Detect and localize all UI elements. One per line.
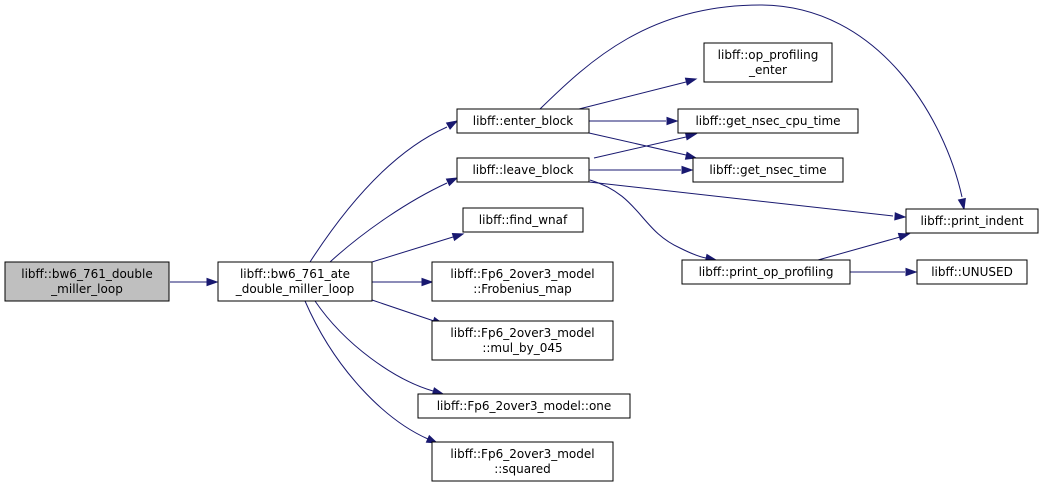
node-ate-box [217,261,373,302]
node-get-nsec-cpu-time[interactable]: libff::get_nsec_cpu_time [677,108,859,134]
node-print-op-profiling-box [681,259,851,285]
edge-root-ate-arrowhead [206,277,219,287]
edge-enter-block-get-nsec-time-line [588,132,687,156]
node-find-wnaf-box [462,207,584,233]
node-find-wnaf-label-0: libff::find_wnaf [479,213,568,227]
edge-print-op-profiling-print-indent-line [817,236,901,261]
node-op-profiling-enter-label-1: _enter [748,63,787,77]
edge-enter-block-get-nsec-time-arrowhead [684,151,698,160]
edge-leave-block-print-indent [588,181,907,221]
edge-leave-block-print-op-profiling-line [589,179,707,259]
edge-print-op-profiling-unused [850,267,918,277]
node-one-label-0: libff::Fp6_2over3_model::one [437,399,612,413]
edge-enter-block-op-profiling-enter [578,77,698,110]
edge-leave-block-print-indent-line [588,181,894,217]
node-get-nsec-time-label-0: libff::get_nsec_time [709,163,826,177]
node-frobenius-box [431,261,614,302]
edge-root-ate [170,277,219,287]
edge-ate-squared [304,300,439,444]
node-unused-box [916,259,1028,285]
node-frobenius-label-0: libff::Fp6_2over3_model [450,267,594,281]
node-op-profiling-enter[interactable]: libff::op_profiling_enter [703,42,833,83]
edge-enter-block-op-profiling-enter-arrowhead [684,77,698,86]
call-edges [170,4,966,444]
edge-leave-block-get-nsec-cpu-time-line [593,136,687,159]
node-root-label-0: libff::bw6_761_double [21,267,153,281]
edge-leave-block-get-nsec-time-arrowhead [681,165,694,175]
node-squared-box [431,441,614,482]
node-print-indent-label-0: libff::print_indent [920,214,1023,228]
node-enter-block-box [456,108,590,134]
edge-ate-find-wnaf [371,233,465,263]
edge-ate-squared-line [304,300,429,440]
edge-ate-leave-block-arrowhead [445,177,459,187]
node-mul-by-045[interactable]: libff::Fp6_2over3_model::mul_by_045 [431,320,614,361]
node-unused-label-0: libff::UNUSED [931,265,1013,279]
node-root-box [4,261,170,302]
node-leave-block[interactable]: libff::leave_block [456,157,590,183]
edge-enter-block-print-indent-line [539,4,963,198]
edge-ate-enter-block-arrowhead [445,120,459,130]
edge-enter-block-op-profiling-enter-line [578,81,687,110]
node-enter-block-label-0: libff::enter_block [473,114,574,128]
node-op-profiling-enter-label-0: libff::op_profiling [718,48,819,62]
edge-leave-block-print-op-profiling [589,179,718,262]
edge-ate-enter-block [309,120,459,263]
node-print-op-profiling[interactable]: libff::print_op_profiling [681,259,851,285]
edge-ate-mul-by-045-line [371,299,435,322]
node-leave-block-label-0: libff::leave_block [472,163,573,177]
edge-ate-enter-block-line [309,126,448,263]
edge-ate-find-wnaf-line [371,236,454,263]
edge-print-op-profiling-print-indent-arrowhead [897,232,911,241]
node-unused[interactable]: libff::UNUSED [916,259,1028,285]
edge-print-op-profiling-print-indent [817,232,911,261]
node-root-label-1: _miller_loop [50,282,123,296]
node-get-nsec-time[interactable]: libff::get_nsec_time [692,157,844,183]
node-mul-by-045-label-1: ::mul_by_045 [482,341,562,355]
edge-ate-find-wnaf-arrowhead [451,233,465,242]
edge-leave-block-get-nsec-cpu-time-arrowhead [684,132,698,141]
node-ate-label-1: _double_miller_loop [235,282,355,296]
edge-enter-block-print-indent [539,4,966,211]
edge-ate-leave-block [329,177,459,263]
edge-enter-block-get-nsec-cpu-time [589,116,679,126]
node-print-indent[interactable]: libff::print_indent [905,208,1039,234]
node-frobenius[interactable]: libff::Fp6_2over3_model::Frobenius_map [431,261,614,302]
edge-ate-frobenius [372,277,434,287]
node-get-nsec-time-box [692,157,844,183]
edge-ate-leave-block-line [329,182,448,263]
edge-enter-block-get-nsec-time [588,132,698,160]
node-find-wnaf[interactable]: libff::find_wnaf [462,207,584,233]
node-get-nsec-cpu-time-label-0: libff::get_nsec_cpu_time [695,114,840,128]
node-squared-label-0: libff::Fp6_2over3_model [450,447,594,461]
edge-enter-block-print-indent-arrowhead [957,197,966,211]
node-frobenius-label-1: ::Frobenius_map [473,282,572,296]
node-ate-label-0: libff::bw6_761_ate [240,267,350,281]
edge-leave-block-get-nsec-time [589,165,694,175]
node-leave-block-box [456,157,590,183]
node-one-box [417,393,631,419]
function-nodes: libff::bw6_761_double_miller_looplibff::… [4,42,1039,482]
edge-print-op-profiling-unused-arrowhead [905,267,918,277]
node-ate[interactable]: libff::bw6_761_ate_double_miller_loop [217,261,373,302]
node-get-nsec-cpu-time-box [677,108,859,134]
edge-leave-block-print-indent-arrowhead [894,212,907,221]
edge-ate-one-line [314,300,434,392]
node-one[interactable]: libff::Fp6_2over3_model::one [417,393,631,419]
edge-enter-block-get-nsec-cpu-time-arrowhead [666,116,679,126]
node-enter-block[interactable]: libff::enter_block [456,108,590,134]
node-op-profiling-enter-box [703,42,833,83]
node-root[interactable]: libff::bw6_761_double_miller_loop [4,261,170,302]
node-squared-label-1: ::squared [494,462,551,476]
node-print-op-profiling-label-0: libff::print_op_profiling [699,265,834,279]
node-mul-by-045-label-0: libff::Fp6_2over3_model [450,326,594,340]
edge-ate-one [314,300,445,396]
node-mul-by-045-box [431,320,614,361]
node-print-indent-box [905,208,1039,234]
edge-ate-frobenius-arrowhead [421,277,434,287]
node-squared[interactable]: libff::Fp6_2over3_model::squared [431,441,614,482]
